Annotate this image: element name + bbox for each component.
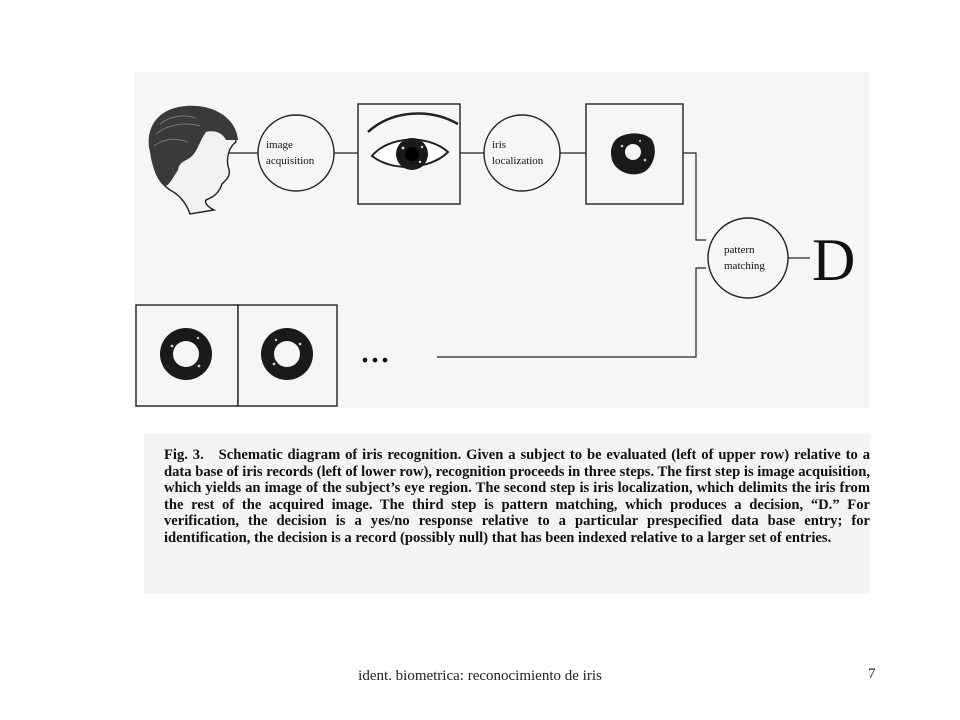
localized-iris-image bbox=[585, 103, 684, 205]
figure-caption-text: Schematic diagram of iris recognition. G… bbox=[164, 447, 870, 546]
pattern-matching-label-line2: matching bbox=[724, 260, 765, 272]
image-acquisition-label-line2: acquisition bbox=[266, 155, 315, 167]
page-number: 7 bbox=[868, 666, 876, 682]
caption-background bbox=[144, 434, 870, 594]
image-acquisition-label-line1: image bbox=[266, 139, 293, 151]
database-iris-record-2 bbox=[261, 328, 313, 380]
eye-image bbox=[357, 103, 461, 205]
connector-lines bbox=[226, 152, 810, 358]
image-acquisition-node bbox=[257, 114, 335, 192]
subject-head-icon bbox=[148, 105, 238, 215]
iris-database-records bbox=[135, 304, 338, 407]
figure-caption: Fig. 3. Schematic diagram of iris recogn… bbox=[164, 447, 870, 547]
iris-localization-label-line1: iris bbox=[492, 139, 506, 151]
footer-title: ident. biometrica: reconocimiento de iri… bbox=[358, 668, 602, 684]
decision-label: D bbox=[812, 227, 855, 293]
figure-caption-label: Fig. 3. bbox=[164, 447, 204, 463]
pattern-matching-label-line1: pattern bbox=[724, 244, 755, 256]
pattern-matching-node bbox=[707, 217, 789, 299]
iris-localization-label-line2: localization bbox=[492, 155, 544, 167]
iris-localization-node bbox=[483, 114, 561, 192]
database-iris-record-1 bbox=[160, 328, 212, 380]
more-records-ellipsis: ... bbox=[360, 326, 390, 371]
